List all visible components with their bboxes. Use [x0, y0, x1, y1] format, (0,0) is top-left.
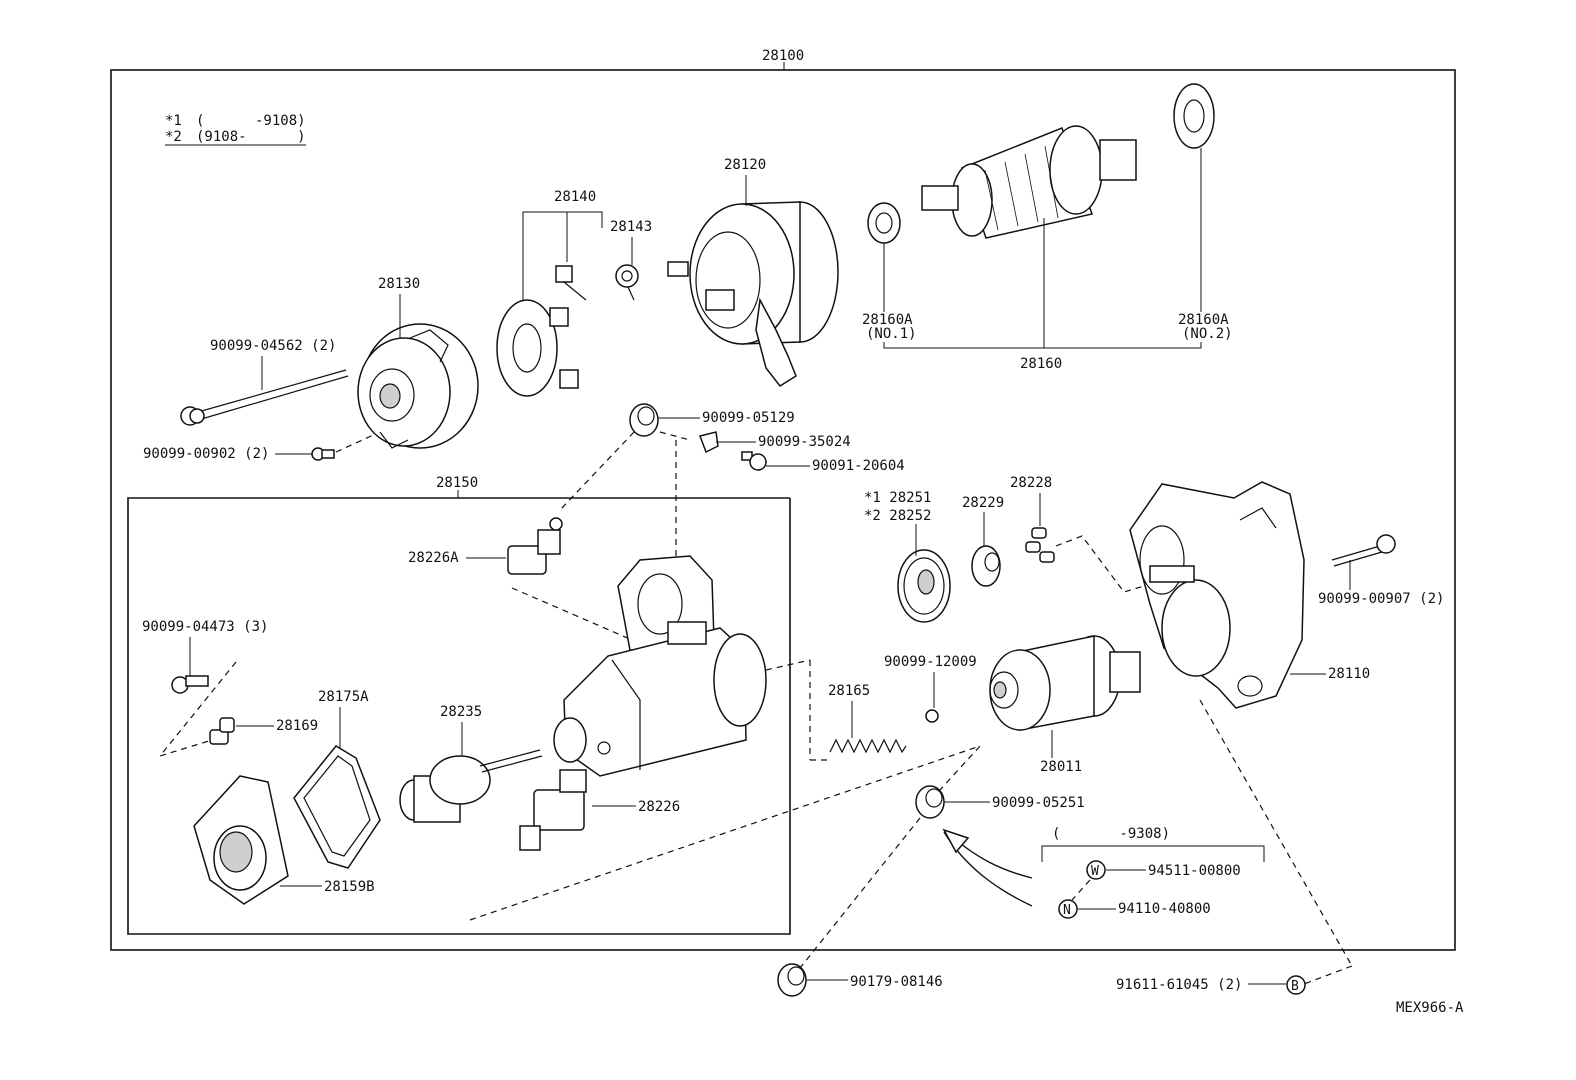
label-90099-00907: 90099-00907 (2)	[1318, 591, 1444, 607]
brush-spring-part	[615, 264, 639, 301]
b-mark: B	[1291, 979, 1299, 994]
boot-05251-part	[915, 785, 945, 819]
label-28110: 28110	[1328, 666, 1370, 682]
screw-20604-part	[741, 451, 767, 471]
label-90099-00902: 90099-00902 (2)	[143, 446, 269, 462]
n-mark: N	[1063, 903, 1071, 918]
bearing-no2-part	[1173, 83, 1215, 149]
through-bolt-part	[180, 369, 349, 426]
label-28160a-no2-sub: (NO.2)	[1182, 326, 1233, 342]
label-28160a-no2: 28160A	[1178, 312, 1229, 328]
terminal-28226-part	[519, 769, 587, 851]
label-28130: 28130	[378, 276, 420, 292]
armature-part	[921, 125, 1137, 239]
b-mark-circle	[1286, 975, 1306, 995]
gasket-28175a-part	[293, 745, 381, 869]
label-90099-04473: 90099-04473 (3)	[142, 619, 268, 635]
label-28160a-no1-sub: (NO.1)	[866, 326, 917, 342]
label-28011: 28011	[1040, 759, 1082, 775]
clip-35024-part	[699, 431, 719, 454]
label-91611-61045: 91611-61045 (2)	[1116, 977, 1242, 993]
plunger-28235-part	[399, 749, 543, 823]
brush-holder-part	[496, 265, 587, 397]
end-frame-part	[357, 323, 479, 449]
label-90099-35024: 90099-35024	[758, 434, 851, 450]
label-28228: 28228	[1010, 475, 1052, 491]
label-90091-20604: 90091-20604	[812, 458, 905, 474]
subassembly-frame	[127, 497, 791, 935]
w-mark: W	[1091, 864, 1099, 879]
assembly-number-label: 28100	[762, 48, 804, 64]
boot-08146-part	[777, 963, 807, 997]
note-2-mark: *2	[165, 129, 182, 145]
label-28160: 28160	[1020, 356, 1062, 372]
label-28226a: 28226A	[408, 550, 459, 566]
label-28120: 28120	[724, 157, 766, 173]
notes-block: *1 ( -9108) *2 (9108- )	[165, 113, 306, 146]
terminal-28226a-part	[507, 517, 563, 575]
label-28226: 28226	[638, 799, 680, 815]
yoke-part	[667, 201, 839, 387]
spring-28165-part	[829, 738, 907, 754]
label-90099-04562: 90099-04562 (2)	[210, 338, 336, 354]
boot-05129-part	[629, 403, 659, 437]
w-mark-circle	[1086, 860, 1106, 880]
label-28175a: 28175A	[318, 689, 369, 705]
label-28140: 28140	[554, 189, 596, 205]
label-28160a-no1: 28160A	[862, 312, 913, 328]
note-1-mark: *1	[165, 113, 182, 129]
label-note2-part: *2 28252	[864, 508, 931, 524]
label-note1-part: *1 28251	[864, 490, 931, 506]
part-28169	[209, 717, 235, 745]
label-90099-05129: 90099-05129	[702, 410, 795, 426]
label-90179-08146: 90179-08146	[850, 974, 943, 990]
idle-gear-part	[897, 549, 951, 623]
label-28235: 28235	[440, 704, 482, 720]
label-28169: 28169	[276, 718, 318, 734]
assembly-frame	[110, 69, 1456, 951]
label-28165: 28165	[828, 683, 870, 699]
bearing-no1-part	[867, 202, 901, 244]
label-94110-40800: 94110-40800	[1118, 901, 1211, 917]
ball-12009-part	[925, 709, 939, 723]
retainer-28229-part	[971, 545, 1001, 587]
clutch-28011-part	[989, 635, 1141, 731]
label-90099-05251: 90099-05251	[992, 795, 1085, 811]
note-2-range: (9108- )	[196, 129, 306, 145]
diagram-code: MEX966-A	[1396, 1000, 1464, 1016]
label-90099-12009: 90099-12009	[884, 654, 977, 670]
magnetic-switch-part	[553, 555, 767, 777]
bolt-04473-part	[171, 675, 209, 694]
cover-28159b-part	[193, 775, 289, 905]
starter-housing-part	[1129, 481, 1305, 709]
n-mark-circle	[1058, 899, 1078, 919]
label-94511-00800: 94511-00800	[1148, 863, 1241, 879]
label-28150: 28150	[436, 475, 478, 491]
label-28159b: 28159B	[324, 879, 375, 895]
rollers-28228-part	[1025, 527, 1055, 563]
arrow-indicator	[955, 839, 1033, 879]
bolt-00907-part	[1331, 534, 1396, 567]
note-1-range: ( -9108)	[196, 113, 306, 129]
label-28229: 28229	[962, 495, 1004, 511]
label-28143: 28143	[610, 219, 652, 235]
label-range-9308: ( -9308)	[1052, 826, 1170, 842]
screw-00902-part	[311, 447, 335, 461]
